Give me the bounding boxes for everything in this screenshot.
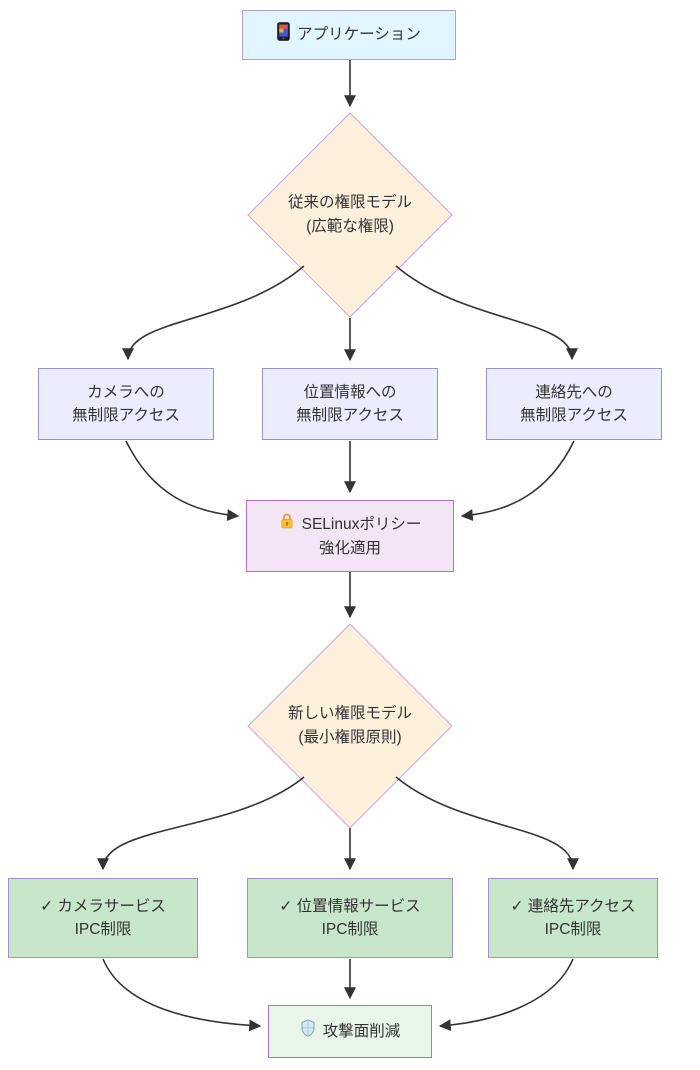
contacts-ipc-line1: ✓ 連絡先アクセス: [510, 897, 636, 915]
node-contacts-unrestricted-access: 連絡先への 無制限アクセス: [486, 368, 662, 440]
edge-contacts-to-selinux: [460, 440, 575, 522]
diamond-legacy-model: [247, 112, 453, 318]
node-camera-unrestricted-access: カメラへの 無制限アクセス: [38, 368, 214, 440]
edge-newmodel-to-cameraipc: [97, 776, 305, 871]
node-location-unrestricted-access: 位置情報への 無制限アクセス: [262, 368, 438, 440]
contacts-ipc-line2: IPC制限: [544, 921, 602, 938]
node-contacts-ipc-restriction: ✓ 連絡先アクセス IPC制限: [488, 878, 658, 958]
node-selinux-policy: SELinuxポリシー 強化適用: [246, 500, 454, 572]
location-ipc-line1: ✓ 位置情報サービス: [279, 897, 421, 915]
edge-camera-to-selinux: [125, 440, 240, 522]
shield-icon: [300, 1019, 316, 1044]
contacts-access-line1: 連絡先への: [535, 383, 613, 401]
location-access-line2: 無制限アクセス: [296, 407, 404, 424]
edge-legacy-to-contacts: [395, 265, 578, 361]
edge-newmodel-to-contactsipc: [395, 776, 579, 871]
camera-ipc-line2: IPC制限: [74, 921, 132, 938]
attack-surface-label: 攻撃面削減: [322, 1022, 401, 1040]
mobile-phone-icon: [277, 22, 290, 48]
node-location-ipc-restriction: ✓ 位置情報サービス IPC制限: [247, 878, 453, 958]
edge-legacy-to-camera: [122, 265, 305, 361]
selinux-line1: SELinuxポリシー: [301, 515, 422, 533]
node-attack-surface-reduction: 攻撃面削減: [268, 1005, 432, 1058]
camera-access-line2: 無制限アクセス: [72, 407, 180, 424]
selinux-line2: 強化適用: [318, 539, 381, 557]
camera-access-line1: カメラへの: [87, 383, 165, 401]
node-application: アプリケーション: [242, 10, 456, 60]
application-label: アプリケーション: [297, 26, 421, 44]
location-access-line1: 位置情報への: [303, 383, 397, 401]
edge-contactsipc-to-attack: [438, 958, 574, 1032]
edge-cameraipc-to-attack: [102, 958, 262, 1032]
lock-icon: [279, 512, 295, 536]
contacts-access-line2: 無制限アクセス: [520, 407, 628, 424]
location-ipc-line2: IPC制限: [321, 921, 379, 938]
node-camera-ipc-restriction: ✓ カメラサービス IPC制限: [8, 878, 198, 958]
diamond-new-model: [247, 623, 453, 829]
camera-ipc-line1: ✓ カメラサービス: [40, 897, 166, 915]
